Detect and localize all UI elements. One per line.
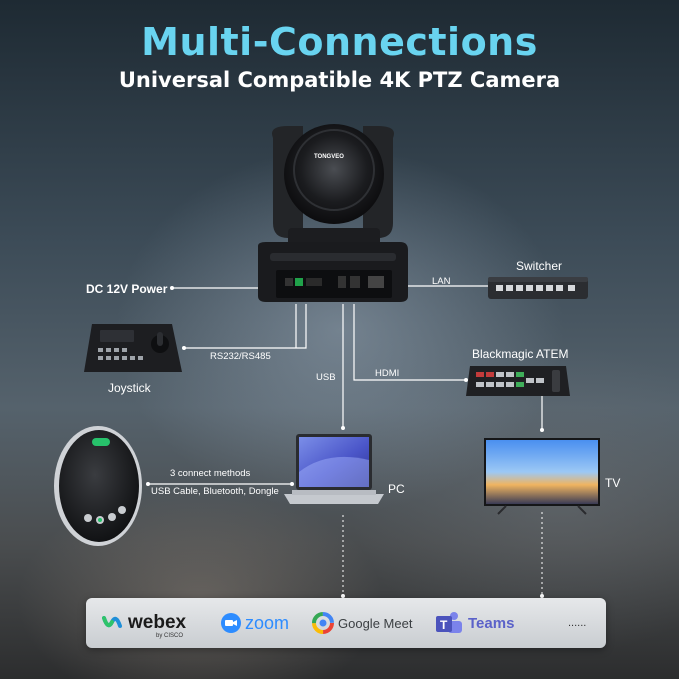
speaker-detail-label: USB Cable, Bluetooth, Dongle xyxy=(151,486,279,497)
speakerphone-icon xyxy=(54,426,142,546)
page-subtitle: Universal Compatible 4K PTZ Camera xyxy=(118,68,561,92)
platform-google-meet: Google Meet xyxy=(312,598,412,648)
platform-teams: T Teams xyxy=(434,598,514,648)
joystick-controller-icon xyxy=(84,324,182,372)
platform-webex: webex by CISCO xyxy=(102,598,186,648)
joystick-label: Joystick xyxy=(108,381,151,395)
more-icon: ...... xyxy=(568,617,587,629)
power-label: DC 12V Power xyxy=(86,282,168,296)
webex-name: webex xyxy=(128,612,187,633)
lan-label: LAN xyxy=(432,276,451,287)
switcher-label: Switcher xyxy=(516,259,563,273)
webex-icon xyxy=(102,616,122,628)
svg-text:TONGVEO: TONGVEO xyxy=(314,154,344,160)
speaker-methods-label: 3 connect methods xyxy=(170,468,251,479)
svg-text:T: T xyxy=(440,618,448,632)
laptop-icon xyxy=(284,434,384,504)
ptz-camera-icon: TONGVEO xyxy=(258,124,408,302)
platforms-bar: webex by CISCO zoom Google Meet xyxy=(86,598,606,648)
google-meet-name: Google Meet xyxy=(338,615,413,631)
atem-label: Blackmagic ATEM xyxy=(472,347,569,361)
rs-label: RS232/RS485 xyxy=(210,351,271,362)
usb-label: USB xyxy=(316,372,336,383)
pc-label: PC xyxy=(388,482,405,496)
platform-more: ...... xyxy=(568,598,586,648)
network-switch-icon xyxy=(488,277,588,299)
hdmi-label: HDMI xyxy=(375,368,400,379)
google-meet-icon xyxy=(312,612,334,634)
tv-label: TV xyxy=(605,476,621,490)
tv-icon xyxy=(484,438,600,515)
page-title: Multi-Connections xyxy=(141,20,538,64)
zoom-name: zoom xyxy=(245,612,290,633)
teams-icon: T xyxy=(436,612,462,633)
platform-zoom: zoom xyxy=(220,598,289,648)
webex-sub: by CISCO xyxy=(156,633,184,639)
zoom-icon xyxy=(221,613,241,633)
teams-name: Teams xyxy=(468,614,515,632)
video-switcher-icon xyxy=(466,366,570,396)
